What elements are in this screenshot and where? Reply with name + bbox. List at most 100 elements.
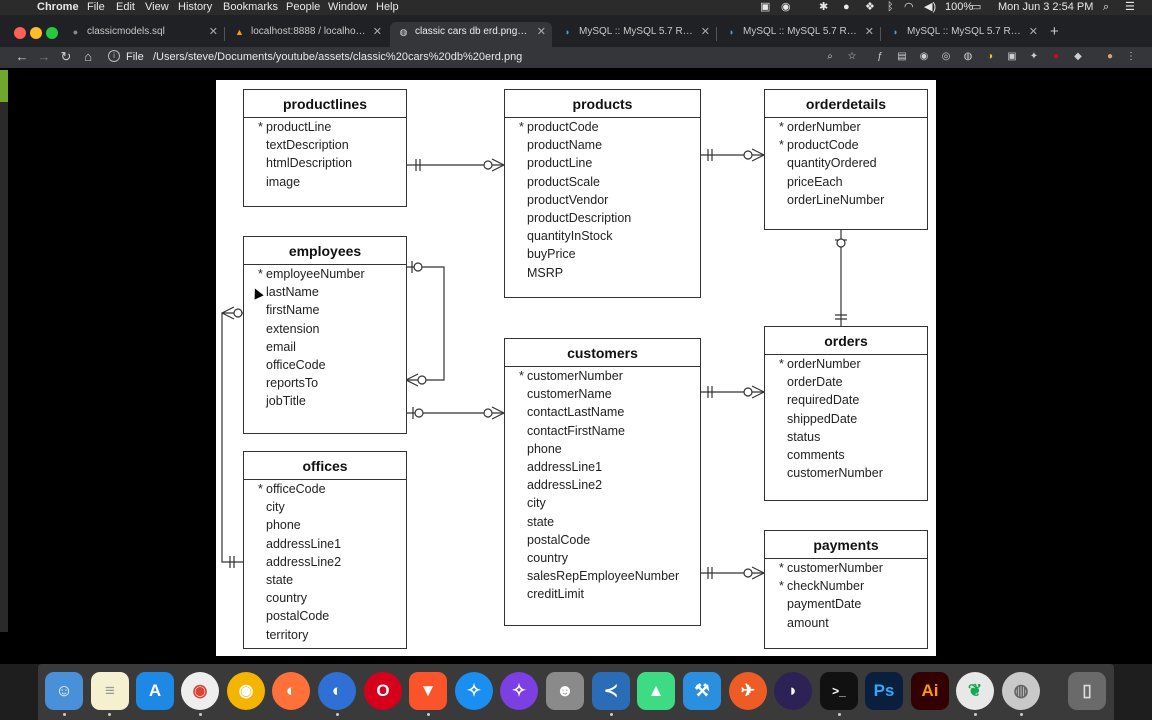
menu-history[interactable]: History [178, 1, 213, 13]
notification-center-icon[interactable]: ☰ [1125, 1, 1135, 13]
close-tab-icon[interactable]: ✕ [864, 26, 874, 38]
close-window-button[interactable] [14, 27, 26, 39]
mongodb-icon[interactable]: ❦ [956, 672, 994, 710]
home-icon[interactable]: ⌂ [84, 49, 92, 64]
brave-icon[interactable]: ▼ [409, 672, 447, 710]
url-text[interactable]: /Users/steve/Documents/youtube/assets/cl… [153, 51, 523, 63]
finder-icon[interactable]: ☺ [45, 672, 83, 710]
terminal-icon[interactable]: >_ [820, 672, 858, 710]
tab-mysql-reference-1[interactable]: ◗ MySQL :: MySQL 5.7 Reference ✕ [554, 22, 716, 47]
attribute-row: country [505, 549, 700, 567]
attribute-row: htmlDescription [244, 154, 406, 172]
side-accent [0, 70, 8, 102]
bookmark-star-icon[interactable]: ☆ [847, 51, 857, 62]
wifi-icon[interactable]: ◠ [904, 1, 914, 13]
close-tab-icon[interactable]: ✕ [1028, 26, 1038, 38]
menu-kebab-icon[interactable]: ⋮ [1126, 51, 1136, 62]
screen-record-icon[interactable]: ▣ [760, 1, 771, 13]
attribute-row: *customerNumber [765, 559, 927, 577]
sequel-pro-icon[interactable]: ◍ [1002, 672, 1040, 710]
firefox-dev-icon[interactable]: ◐ [318, 672, 356, 710]
zoom-window-button[interactable] [46, 27, 58, 39]
attribute-name: territory [266, 627, 309, 642]
volume-icon[interactable]: ◀) [924, 1, 937, 13]
attribute-name: htmlDescription [266, 156, 353, 171]
slack-icon[interactable]: ✱ [819, 1, 829, 13]
extension-icon[interactable]: ◉ [919, 51, 929, 62]
tab-mysql-reference-2[interactable]: ◗ MySQL :: MySQL 5.7 Reference ✕ [718, 22, 880, 47]
postman-icon[interactable]: ✈ [729, 672, 767, 710]
forward-icon[interactable]: → [37, 49, 51, 64]
menu-people[interactable]: People [286, 1, 321, 13]
attribute-name: quantityOrdered [787, 156, 877, 171]
spotlight-icon[interactable]: ⌕ [1103, 1, 1110, 13]
attribute-name: contactFirstName [527, 423, 625, 438]
new-tab-button[interactable]: + [1050, 23, 1059, 40]
pinterest-icon[interactable]: ● [1052, 51, 1060, 62]
zoom-icon[interactable]: ⌕ [827, 51, 833, 62]
trash-icon[interactable]: ▯ [1068, 672, 1106, 710]
clock[interactable]: Mon Jun 3 2:54 PM [998, 1, 1094, 13]
attribute-row: *officeCode [244, 480, 406, 498]
bluetooth-icon[interactable]: ᛒ [887, 1, 894, 13]
back-icon[interactable]: ← [15, 49, 29, 64]
entity-title: customers [505, 339, 700, 367]
menu-edit[interactable]: Edit [116, 1, 135, 13]
extension-icon[interactable]: ◍ [963, 51, 973, 62]
menu-help[interactable]: Help [376, 1, 399, 13]
fx-extension-icon[interactable]: ƒ [877, 51, 883, 62]
notes-icon[interactable]: ≡ [91, 672, 129, 710]
menu-bookmarks[interactable]: Bookmarks [223, 1, 279, 13]
attribute-row: contactLastName [505, 403, 700, 421]
menu-file[interactable]: File [87, 1, 105, 13]
canary-icon[interactable]: ◉ [227, 672, 265, 710]
extension-icon[interactable]: ▣ [1007, 51, 1017, 62]
info-icon[interactable]: i [108, 50, 120, 62]
menu-view[interactable]: View [145, 1, 169, 13]
mysql-icon: ◗ [728, 27, 735, 37]
battery-icon[interactable]: ▭ [971, 1, 982, 13]
profile-avatar-icon[interactable]: ● [1106, 51, 1114, 62]
attribute-row: postalCode [505, 531, 700, 549]
xcode-icon[interactable]: ⚒ [683, 672, 721, 710]
illustrator-icon[interactable]: Ai [911, 672, 949, 710]
tab-mysql-reference-3[interactable]: ◗ MySQL :: MySQL 5.7 Reference ✕ [882, 22, 1044, 47]
tab-erd-image[interactable]: ◍ classic cars db erd.png (701×5 ✕ [390, 22, 552, 47]
attribute-name: officeCode [266, 357, 326, 372]
running-indicator [974, 713, 977, 716]
minimize-window-button[interactable] [30, 27, 42, 39]
menu-app-name[interactable]: Chrome [37, 1, 79, 13]
safari-preview-icon[interactable]: ✧ [500, 672, 538, 710]
dropbox-icon[interactable]: ❖ [865, 1, 875, 13]
extension-icon[interactable]: ◑ [986, 51, 994, 62]
attribute-name: status [787, 429, 821, 444]
extension-icon[interactable]: ◆ [1074, 51, 1082, 62]
github-status-icon[interactable]: ● [843, 1, 850, 13]
close-tab-icon[interactable]: ✕ [700, 26, 710, 38]
menu-window[interactable]: Window [328, 1, 368, 13]
close-tab-icon[interactable]: ✕ [208, 26, 218, 38]
attribute-row: quantityInStock [505, 227, 700, 245]
attribute-row: productLine [505, 154, 700, 172]
tab-phpmyadmin[interactable]: ▲ localhost:8888 / localhost / cla ✕ [226, 22, 388, 47]
extension-icon[interactable]: ▤ [897, 51, 907, 62]
close-tab-icon[interactable]: ✕ [372, 26, 382, 38]
reload-icon[interactable]: ↻ [60, 49, 72, 64]
app-store-icon[interactable]: A [136, 672, 174, 710]
status-icon[interactable]: ◉ [781, 1, 791, 13]
eclipse-icon[interactable]: ◗ [774, 672, 812, 710]
chrome-icon[interactable]: ◉ [181, 672, 219, 710]
firefox-icon[interactable]: ◐ [272, 672, 310, 710]
extension-icon[interactable]: ◎ [941, 51, 951, 62]
battery-percent[interactable]: 100% [945, 1, 974, 13]
extension-icon[interactable]: ✦ [1029, 51, 1039, 62]
tab-classicmodels-sql[interactable]: ● classicmodels.sql ✕ [62, 22, 224, 47]
vscode-icon[interactable]: ≺ [592, 672, 630, 710]
safari-icon[interactable]: ✧ [455, 672, 493, 710]
photoshop-icon[interactable]: Ps [865, 672, 903, 710]
gimp-icon[interactable]: ☻ [546, 672, 584, 710]
android-studio-icon[interactable]: ▲ [637, 672, 675, 710]
close-tab-icon[interactable]: ✕ [536, 26, 546, 38]
address-bar[interactable] [102, 49, 872, 65]
opera-icon[interactable]: O [364, 672, 402, 710]
